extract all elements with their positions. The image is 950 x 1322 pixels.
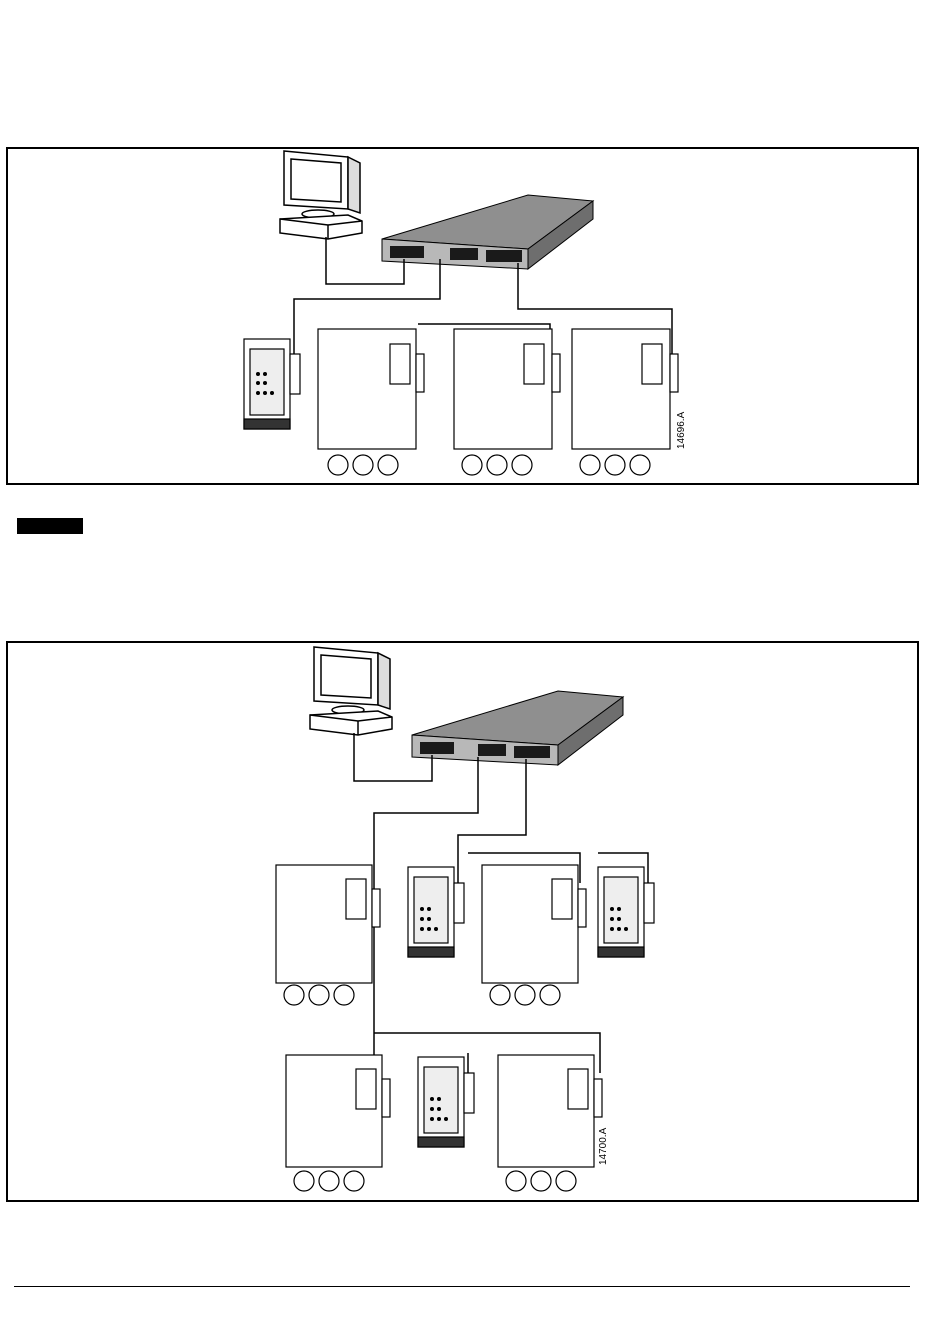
large-soft-starter-2-icon xyxy=(454,329,560,475)
figure-2-drawing: 14700.A xyxy=(8,643,917,1200)
figure-1-label: 14696.A xyxy=(676,411,687,449)
large-soft-starter-1-icon xyxy=(318,329,424,475)
network-diagram-figure-2: 14700.A xyxy=(6,641,919,1202)
footer-rule xyxy=(14,1286,910,1287)
small-soft-starter-1-icon xyxy=(408,867,464,957)
large-soft-starter-3-icon xyxy=(286,1055,390,1191)
figure-1-drawing: 14696.A xyxy=(8,149,917,483)
computer-icon xyxy=(310,647,392,735)
small-soft-starter-icon xyxy=(244,339,300,429)
large-soft-starter-2-icon xyxy=(482,865,586,1005)
large-soft-starter-3-icon xyxy=(572,329,678,475)
note-heading-bar xyxy=(17,518,83,534)
large-soft-starter-1-icon xyxy=(276,865,380,1005)
large-soft-starter-4-icon xyxy=(498,1055,602,1191)
small-soft-starter-3-icon xyxy=(418,1057,474,1147)
computer-icon xyxy=(280,151,362,239)
network-diagram-figure-1: 14696.A xyxy=(6,147,919,485)
figure-2-label: 14700.A xyxy=(598,1127,609,1165)
small-soft-starter-2-icon xyxy=(598,867,654,957)
network-switch-icon xyxy=(382,195,593,269)
network-switch-icon xyxy=(412,691,623,765)
